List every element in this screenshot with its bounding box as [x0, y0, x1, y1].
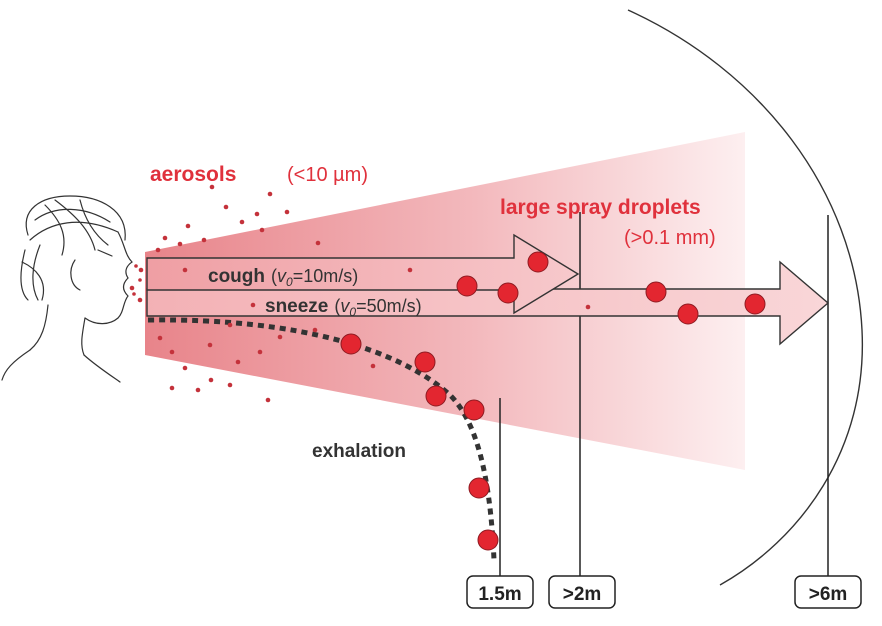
cough-word: cough — [208, 266, 265, 287]
sneeze-v: v — [340, 296, 350, 316]
sneeze-v-sub: 0 — [349, 305, 356, 319]
distance-label-2m: >2m — [563, 584, 602, 605]
aerosol-particles — [129, 184, 591, 403]
sneeze-label: sneeze(v0=50m/s) — [265, 296, 422, 319]
person-sneezing-icon — [1, 195, 133, 383]
distance-box-2m — [548, 575, 616, 609]
large-droplets — [340, 251, 766, 551]
distance-label-1-5m: 1.5m — [478, 584, 521, 605]
sneeze-value: =50m/s) — [356, 296, 422, 316]
sneeze-arrow — [146, 260, 830, 346]
distance-box-1-5m — [466, 575, 534, 609]
large-droplets-label: large spray droplets — [500, 196, 701, 219]
aerosols-label: aerosols — [150, 163, 236, 186]
cough-label: cough(v0=10m/s) — [208, 266, 358, 289]
cough-arrow — [146, 233, 580, 315]
sneeze-word: sneeze — [265, 296, 328, 317]
distance-label-6m: >6m — [809, 584, 848, 605]
exhalation-label: exhalation — [312, 441, 406, 462]
breath-particles — [132, 264, 142, 296]
cough-v-sub: 0 — [286, 275, 293, 289]
large-droplets-size-label: (>0.1 mm) — [624, 227, 716, 249]
cough-v: v — [277, 266, 287, 286]
aerosols-size-label: (<10 µm) — [287, 164, 368, 186]
distance-box-6m — [794, 575, 862, 609]
cough-value: =10m/s) — [293, 266, 359, 286]
exhalation-trajectory — [147, 317, 497, 561]
range-arc — [627, 9, 864, 586]
